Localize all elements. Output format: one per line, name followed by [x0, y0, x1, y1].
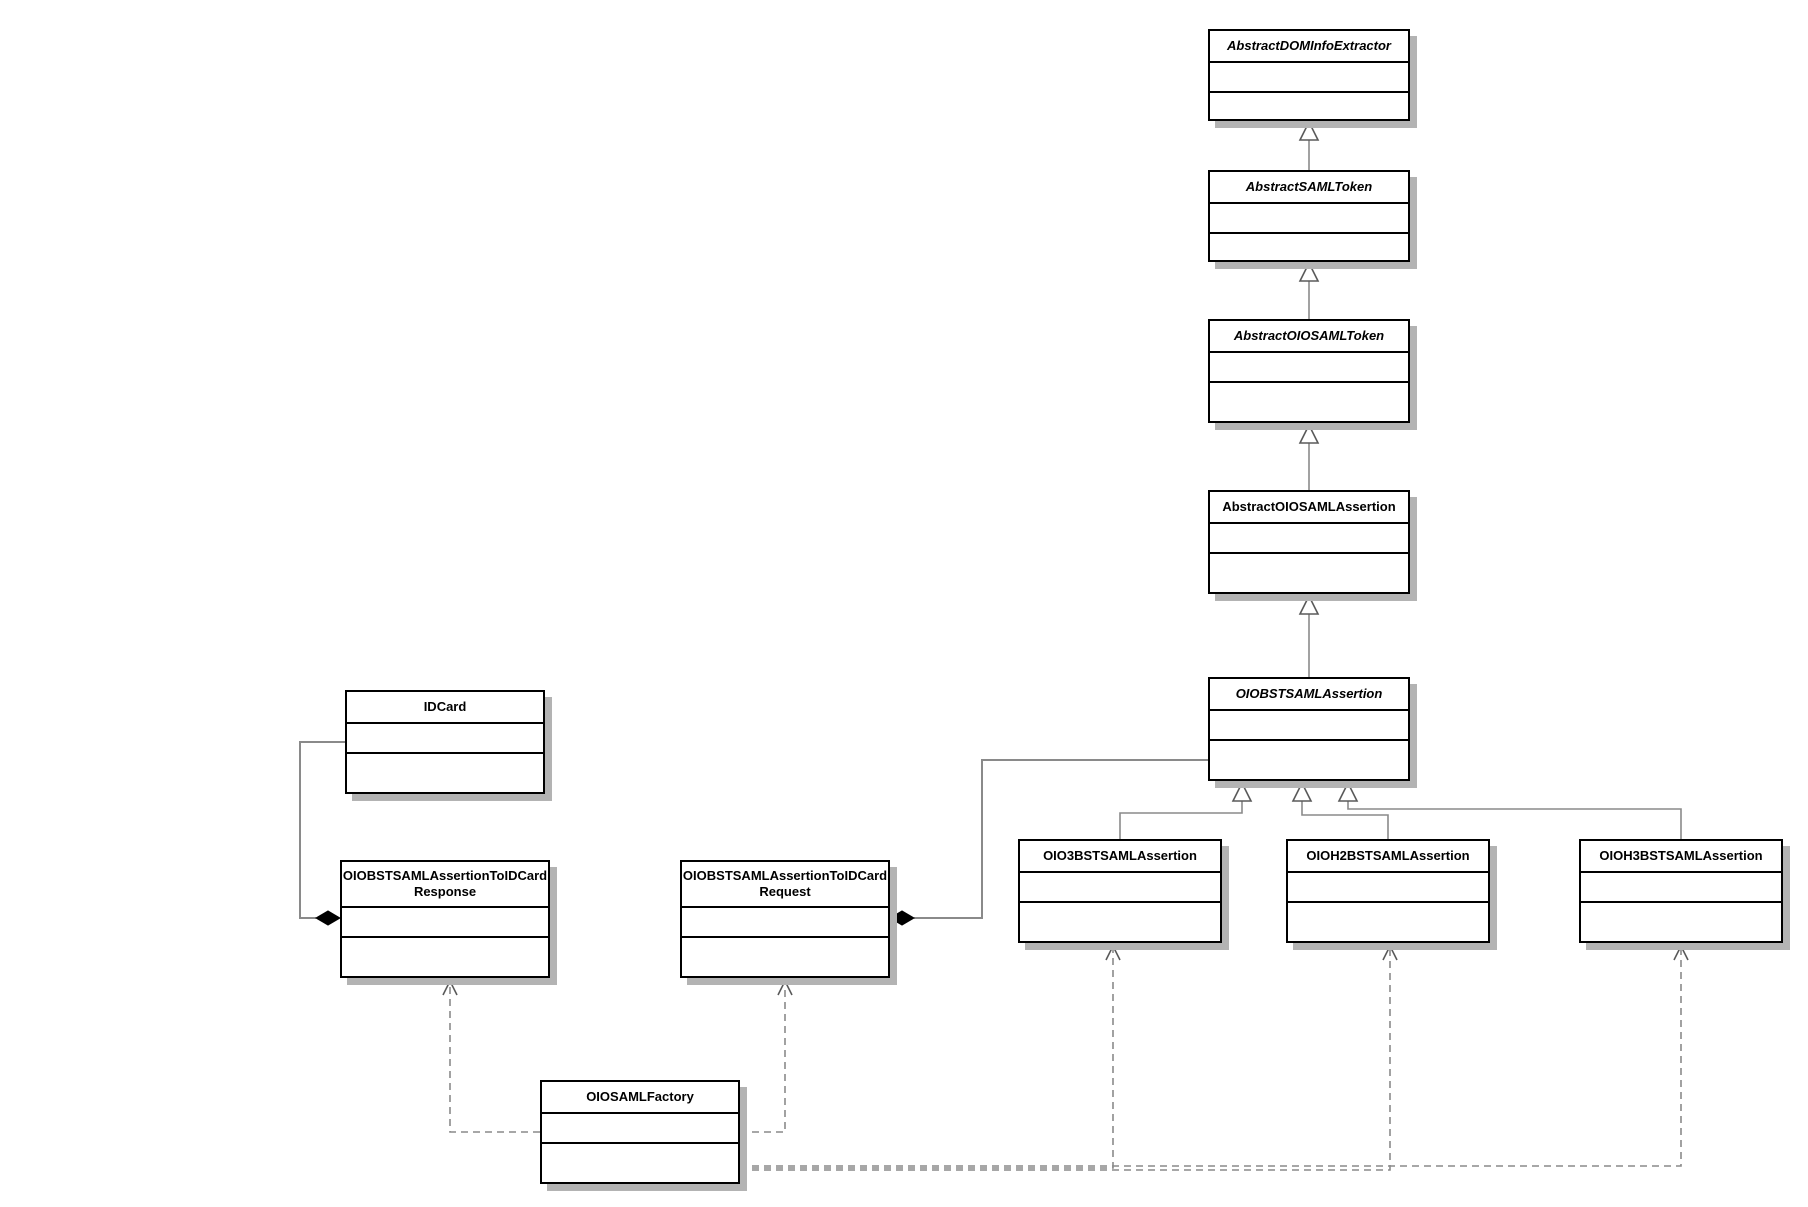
generalization-abstractsamltoken-to-abstractdominfoextractor — [1298, 120, 1320, 170]
class-title: AbstractDOMInfoExtractor — [1227, 37, 1391, 53]
class-box-abstractsamltoken[interactable]: AbstractSAMLToken — [1208, 170, 1410, 262]
class-box-idcard[interactable]: IDCard — [345, 690, 545, 794]
methods-compartment — [1210, 232, 1408, 260]
methods-compartment — [682, 936, 888, 976]
class-title: AbstractOIOSAMLAssertion — [1222, 498, 1396, 514]
dependency-factory-to-oioh2bstsamlassertion — [740, 944, 1398, 1171]
attributes-compartment — [1288, 871, 1488, 901]
methods-compartment — [1210, 739, 1408, 779]
attributes-compartment — [1581, 871, 1781, 901]
generalization-oioh2bstsamlassertion-to-oiobstsamlassertion — [1291, 781, 1389, 839]
generalization-oiobstsamlassertion-to-abstractoiosamlassertion — [1298, 594, 1320, 677]
class-title: OIOH3BSTSAMLAssertion — [1599, 847, 1763, 863]
attributes-compartment — [1210, 709, 1408, 739]
dependency-factory-to-request — [740, 979, 793, 1133]
methods-compartment — [542, 1142, 738, 1182]
attributes-compartment — [682, 906, 888, 936]
class-title: OIOSAMLFactory — [586, 1088, 694, 1104]
attributes-compartment — [342, 906, 548, 936]
class-box-oioh2bstsamlassertion[interactable]: OIOH2BSTSAMLAssertion — [1286, 839, 1490, 943]
methods-compartment — [1581, 901, 1781, 941]
methods-compartment — [347, 752, 543, 792]
class-title: OIOBSTSAMLAssertionToIDCard Response — [342, 867, 548, 899]
class-box-abstractdominfoextractor[interactable]: AbstractDOMInfoExtractor — [1208, 29, 1410, 121]
attributes-compartment — [1020, 871, 1220, 901]
dependency-factory-to-oioh3bstsamlassertion — [740, 944, 1689, 1167]
methods-compartment — [1210, 91, 1408, 119]
attributes-compartment — [1210, 61, 1408, 91]
composition-response-idcard — [299, 741, 345, 926]
dependency-factory-to-response — [442, 979, 540, 1133]
class-box-oiosamlfactory[interactable]: OIOSAMLFactory — [540, 1080, 740, 1184]
methods-compartment — [1210, 381, 1408, 421]
attributes-compartment — [1210, 351, 1408, 381]
composition-request-oiobstsamlassertion — [889, 759, 1208, 926]
generalization-oio3bstsamlassertion-to-oiobstsamlassertion — [1119, 781, 1253, 839]
class-box-abstractoiosamltoken[interactable]: AbstractOIOSAMLToken — [1208, 319, 1410, 423]
attributes-compartment — [542, 1112, 738, 1142]
class-title: OIOBSTSAMLAssertionToIDCard Request — [682, 867, 888, 899]
class-title: AbstractSAMLToken — [1245, 178, 1373, 194]
class-box-oiobstsamlassertiontoidcardresponse[interactable]: OIOBSTSAMLAssertionToIDCard Response — [340, 860, 550, 978]
class-box-oio3bstsamlassertion[interactable]: OIO3BSTSAMLAssertion — [1018, 839, 1222, 943]
methods-compartment — [1288, 901, 1488, 941]
attributes-compartment — [1210, 202, 1408, 232]
generalization-oioh3bstsamlassertion-to-oiobstsamlassertion — [1337, 781, 1682, 839]
class-title: OIOBSTSAMLAssertion — [1235, 685, 1383, 701]
generalization-abstractoiosamltoken-to-abstractsamltoken — [1298, 261, 1320, 319]
dependency-factory-to-oio3bstsamlassertion — [740, 944, 1121, 1169]
class-title: OIO3BSTSAMLAssertion — [1043, 847, 1197, 863]
methods-compartment — [342, 936, 548, 976]
class-box-abstractoiosamlassertion[interactable]: AbstractOIOSAMLAssertion — [1208, 490, 1410, 594]
class-box-oioh3bstsamlassertion[interactable]: OIOH3BSTSAMLAssertion — [1579, 839, 1783, 943]
class-box-oiobstsamlassertion[interactable]: OIOBSTSAMLAssertion — [1208, 677, 1410, 781]
class-title: AbstractOIOSAMLToken — [1233, 327, 1385, 343]
class-box-oiobstsamlassertiontoidcardrequest[interactable]: OIOBSTSAMLAssertionToIDCard Request — [680, 860, 890, 978]
methods-compartment — [1020, 901, 1220, 941]
generalization-abstractoiosamlassertion-to-abstractoiosamltoken — [1298, 423, 1320, 490]
methods-compartment — [1210, 552, 1408, 592]
class-title: OIOH2BSTSAMLAssertion — [1306, 847, 1470, 863]
attributes-compartment — [347, 722, 543, 752]
attributes-compartment — [1210, 522, 1408, 552]
class-title: IDCard — [423, 698, 467, 714]
